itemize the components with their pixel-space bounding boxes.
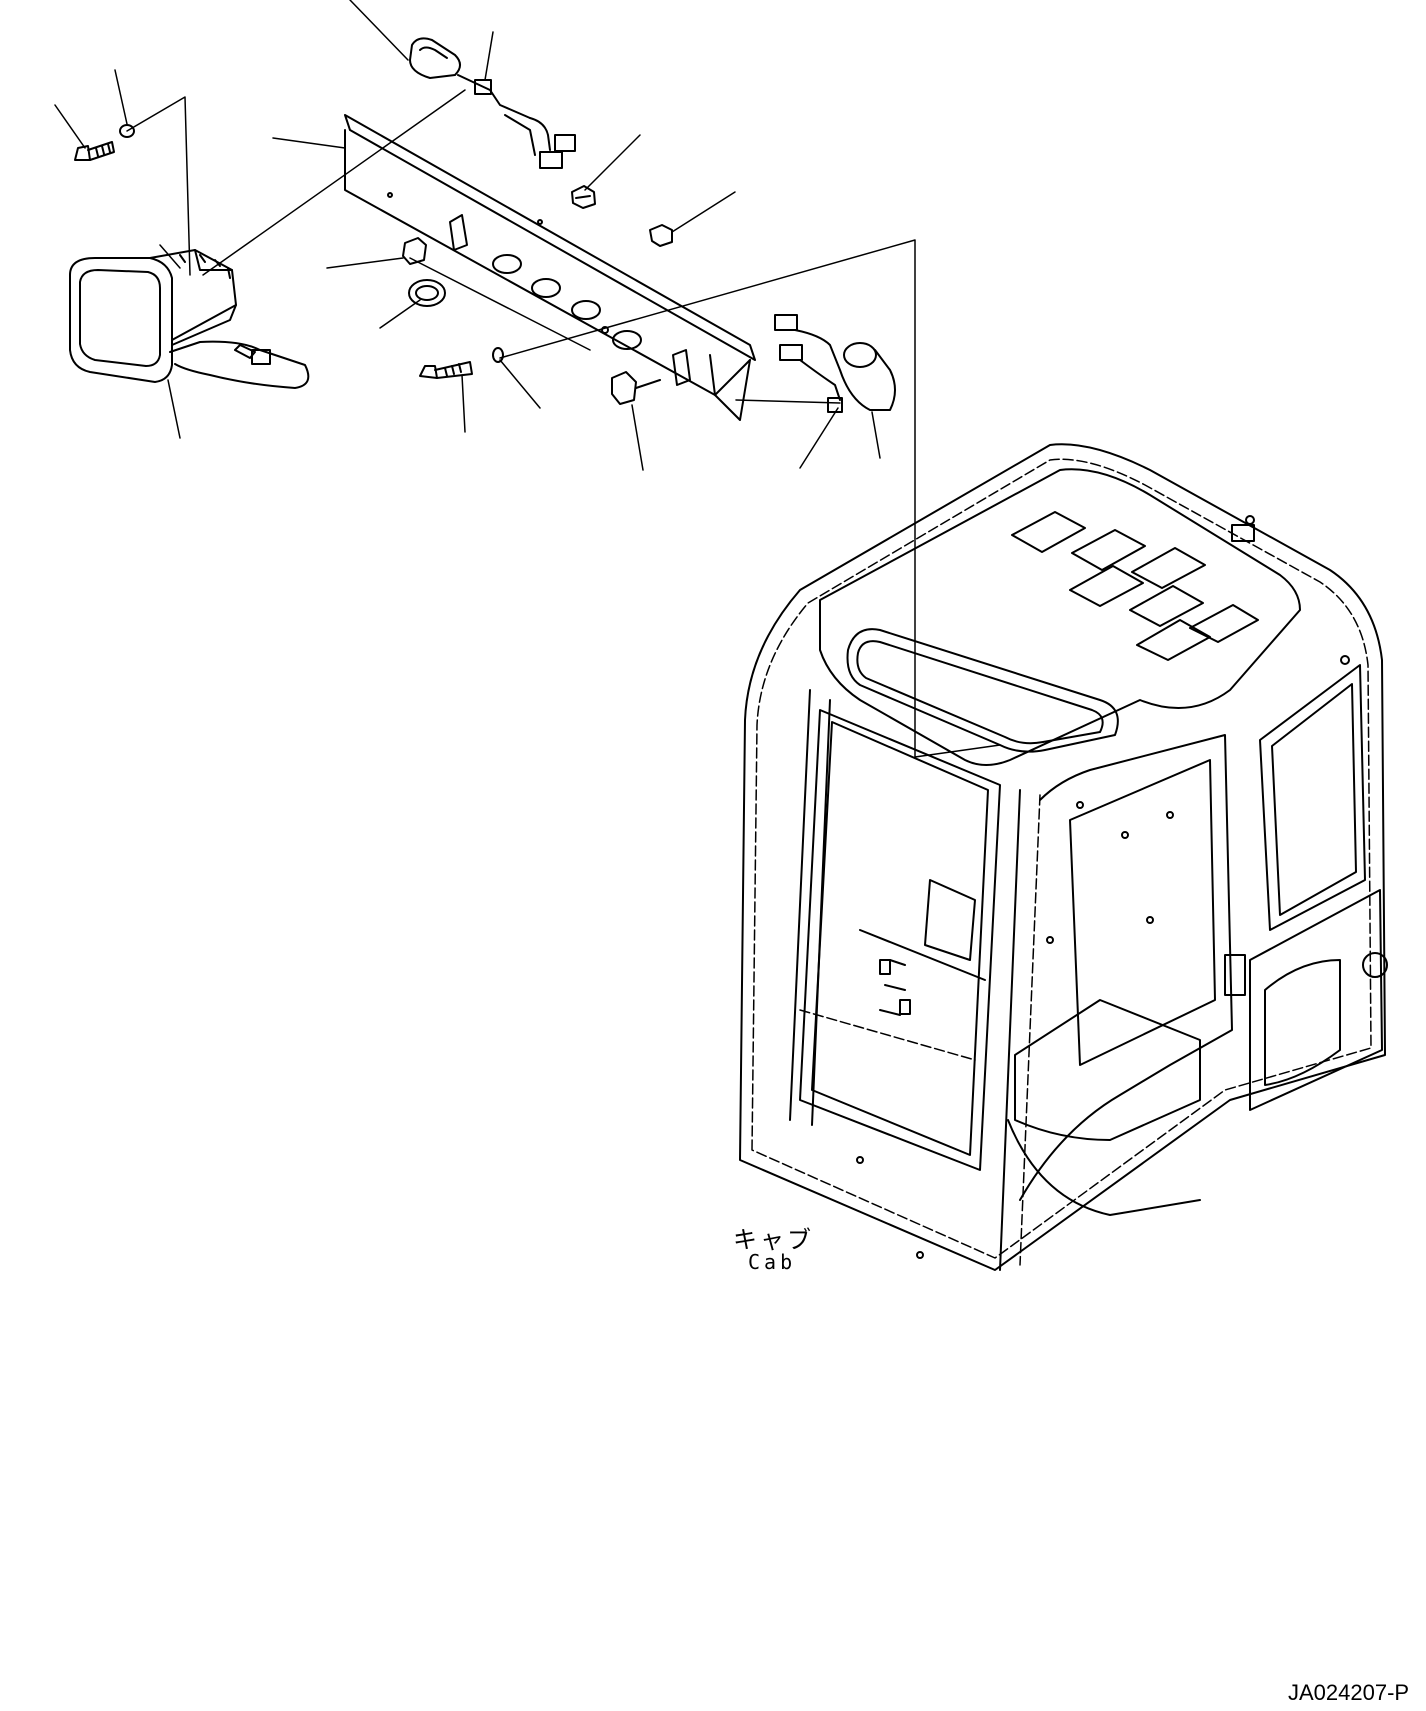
cap-top xyxy=(571,185,596,209)
light-mounting-bracket xyxy=(344,114,756,421)
washer-left xyxy=(119,124,135,138)
cab-label-english: Cab xyxy=(748,1250,797,1274)
cab-frame xyxy=(739,443,1388,1271)
wire-harness-right xyxy=(774,314,896,413)
grommet xyxy=(408,279,446,307)
washer-center xyxy=(492,347,504,363)
clip-lower xyxy=(611,371,661,405)
clip-upper-left xyxy=(402,237,427,265)
cab-label-japanese: キャブ xyxy=(733,1226,814,1254)
cap-right xyxy=(649,224,673,247)
leader-lines xyxy=(54,0,1001,758)
wire-harness-top xyxy=(409,37,576,169)
bolt-center xyxy=(419,361,473,379)
bolt-left xyxy=(74,141,115,161)
drawing-number: JA024207-P xyxy=(1288,1680,1410,1705)
work-light xyxy=(69,249,310,389)
